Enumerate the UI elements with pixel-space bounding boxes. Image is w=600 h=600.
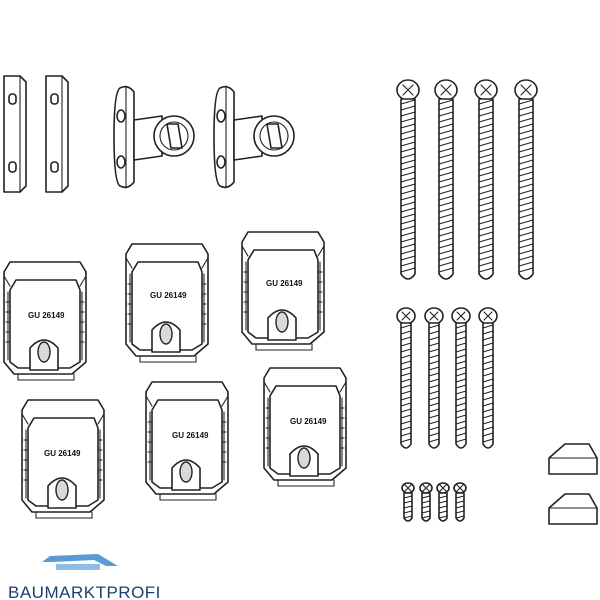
part-label: GU 26149 xyxy=(28,311,65,320)
medium-screw-4 xyxy=(478,307,498,449)
baumarktprofi-logo: BAUMARKTPROFI xyxy=(8,554,161,600)
logo-bar-icon xyxy=(56,564,100,570)
clip-bracket-6: GU 26149 xyxy=(263,367,347,487)
clip-bracket-5: GU 26149 xyxy=(145,381,229,501)
part-label: GU 26149 xyxy=(44,449,81,458)
long-screw-3 xyxy=(474,79,498,280)
medium-screw-1 xyxy=(396,307,416,449)
logo-roof-icon xyxy=(42,554,118,566)
short-screw-3 xyxy=(436,482,450,522)
clip-bracket-1: GU 26149 xyxy=(3,261,87,381)
clip-bracket-2: GU 26149 xyxy=(125,243,209,363)
cover-cap-2 xyxy=(548,493,598,525)
brand-name: BAUMARKTPROFI xyxy=(8,583,161,600)
short-screw-4 xyxy=(453,482,467,522)
mounting-plate-2 xyxy=(45,75,69,193)
long-screw-4 xyxy=(514,79,538,280)
keeper-2 xyxy=(213,85,295,189)
part-label: GU 26149 xyxy=(266,279,303,288)
part-label: GU 26149 xyxy=(172,431,209,440)
long-screw-2 xyxy=(434,79,458,280)
part-label: GU 26149 xyxy=(290,417,327,426)
long-screw-1 xyxy=(396,79,420,280)
medium-screw-3 xyxy=(451,307,471,449)
short-screw-1 xyxy=(401,482,415,522)
keeper-1 xyxy=(113,85,195,189)
part-label: GU 26149 xyxy=(150,291,187,300)
short-screw-2 xyxy=(419,482,433,522)
cover-cap-1 xyxy=(548,443,598,475)
medium-screw-2 xyxy=(424,307,444,449)
clip-bracket-3: GU 26149 xyxy=(241,231,325,351)
clip-bracket-4: GU 26149 xyxy=(21,399,105,519)
mounting-plate-1 xyxy=(3,75,27,193)
